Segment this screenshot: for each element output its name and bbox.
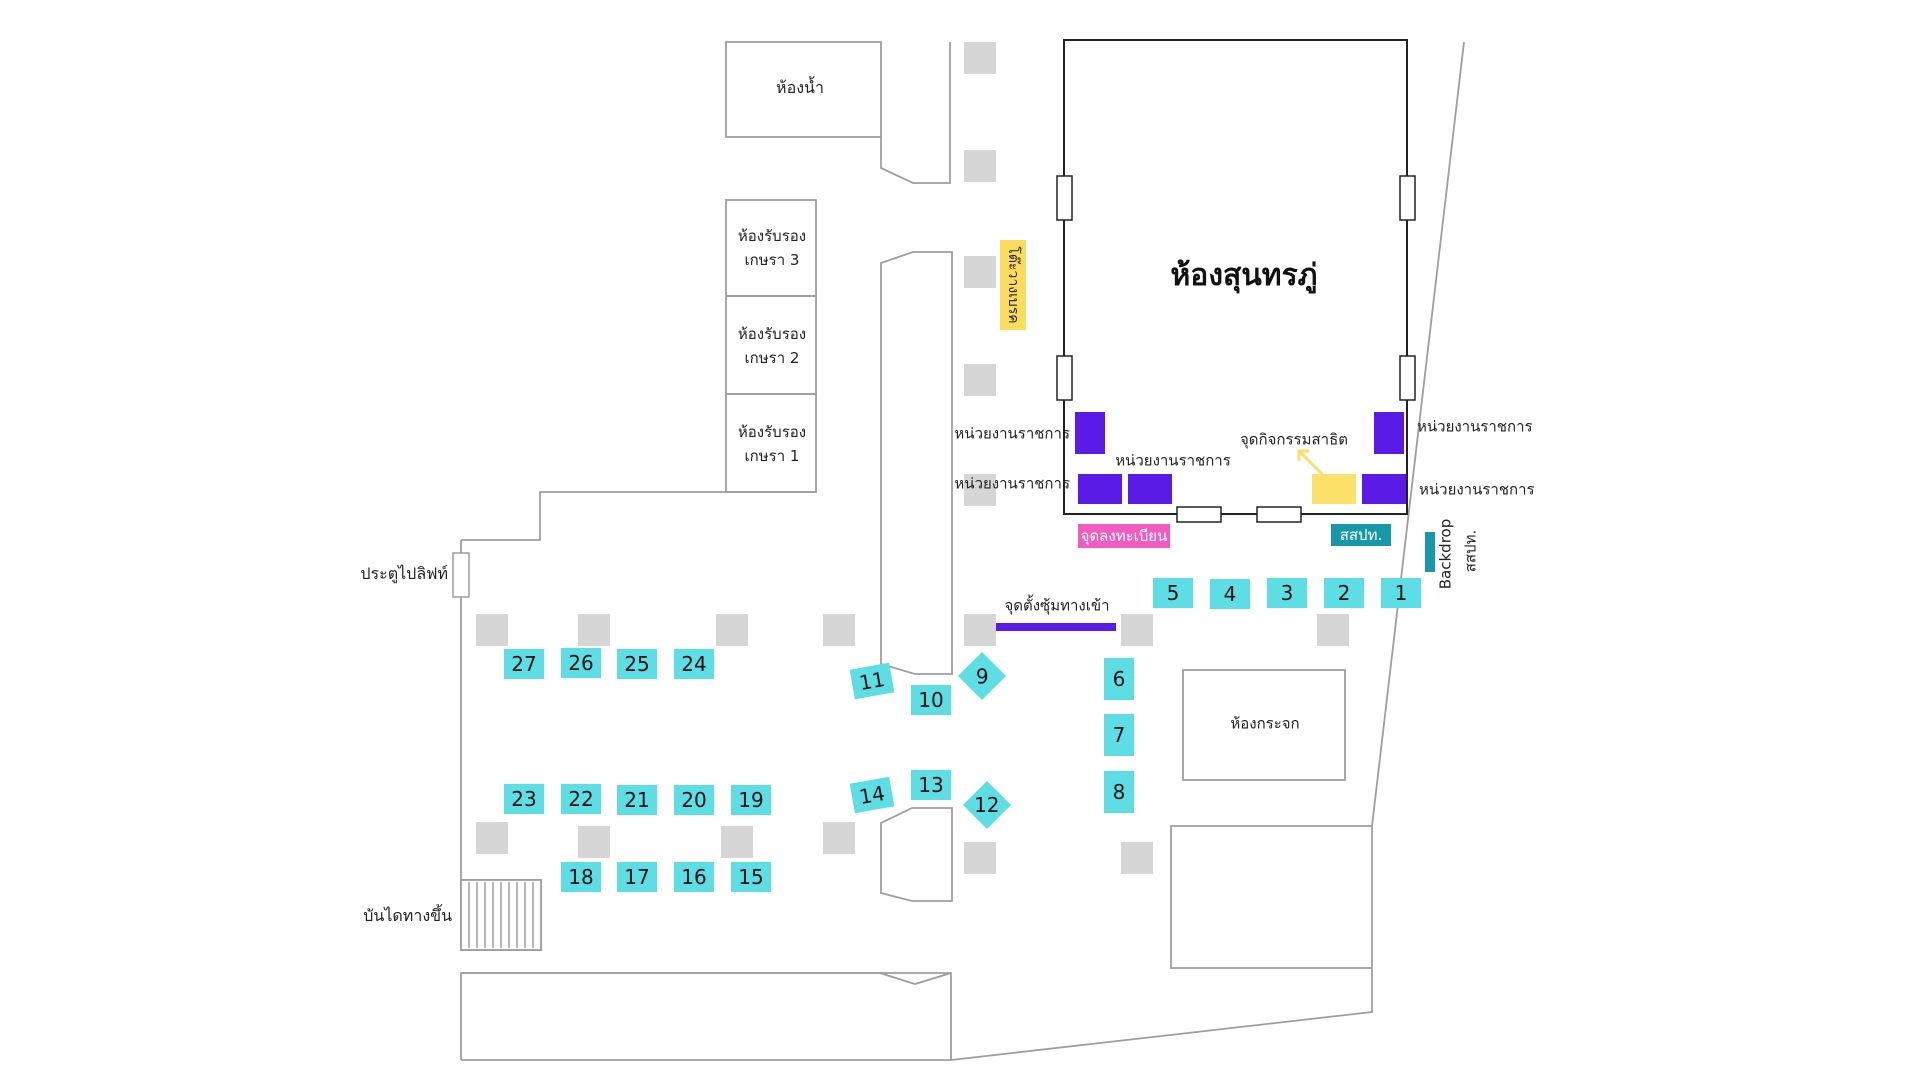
- booth-6[interactable]: 6: [1104, 658, 1134, 700]
- booth-2[interactable]: 2: [1324, 578, 1364, 608]
- booth-3[interactable]: 3: [1267, 578, 1307, 608]
- reception-room-3-label: ห้องรับรอง เกษรา 3: [737, 227, 807, 269]
- booth-26[interactable]: 26: [561, 648, 601, 678]
- pillar: [964, 256, 996, 288]
- backdrop-org-label: สสปท.: [1461, 529, 1480, 573]
- booth-16[interactable]: 16: [674, 862, 714, 892]
- outer-wall-right: [1371, 41, 1465, 827]
- main-hall-doors: [1056, 175, 1416, 523]
- booth-25[interactable]: 25: [617, 649, 657, 679]
- pillar: [721, 826, 753, 858]
- booth-22[interactable]: 22: [561, 784, 601, 814]
- booth-20[interactable]: 20: [674, 785, 714, 815]
- pillar: [1121, 614, 1153, 646]
- government-booth: [1128, 474, 1172, 504]
- pillar: [476, 822, 508, 854]
- stairs-label: บันไดทางขึ้น: [363, 906, 452, 925]
- government-booth: [1362, 474, 1406, 504]
- pillar: [1317, 614, 1349, 646]
- stairs-steps: [468, 882, 534, 948]
- booth-23[interactable]: 23: [504, 784, 544, 814]
- government-booth: [1374, 412, 1404, 454]
- demo-arrow-icon: [1297, 449, 1324, 476]
- gov-label-left-bottom: หน่วยงานราชการ: [954, 474, 1070, 493]
- central-partition: [880, 251, 953, 675]
- pillar: [578, 614, 610, 646]
- pillar: [578, 826, 610, 858]
- lift-door-label: ประตูไปลิฟท์: [360, 564, 448, 583]
- reception-room-1-label: ห้องรับรอง เกษรา 1: [737, 423, 807, 465]
- restroom-outline: [725, 41, 882, 138]
- booth-1[interactable]: 1: [1381, 578, 1421, 608]
- central-block: [880, 807, 953, 902]
- main-hall-outline: [1063, 39, 1408, 515]
- pillar: [716, 614, 748, 646]
- government-booth: [1075, 412, 1105, 454]
- booth-5[interactable]: 5: [1153, 578, 1193, 608]
- booth-7[interactable]: 7: [1104, 714, 1134, 756]
- glass-room-label: ห้องกระจก: [1230, 714, 1300, 733]
- registration-point: จุดลงทะเบียน: [1078, 524, 1170, 548]
- government-booth: [1078, 474, 1122, 504]
- backdrop-label: Backdrop: [1436, 518, 1455, 590]
- pillar: [964, 364, 996, 396]
- booth-21[interactable]: 21: [617, 785, 657, 815]
- pillar: [964, 842, 996, 874]
- booth-13[interactable]: 13: [911, 770, 951, 800]
- outer-wall-upper-left: [461, 491, 816, 541]
- booth-10[interactable]: 10: [911, 685, 951, 715]
- booth-8[interactable]: 8: [1104, 771, 1134, 813]
- main-hall-title: ห้องสุนทรภู่: [1170, 258, 1318, 293]
- gov-label-center: หน่วยงานราชการ: [1115, 451, 1231, 470]
- pillar: [823, 822, 855, 854]
- glass-room-outline: [1182, 669, 1346, 781]
- backdrop-bar: [1425, 532, 1435, 572]
- pillar: [964, 474, 996, 506]
- booth-27[interactable]: 27: [504, 649, 544, 679]
- sponsor-tag: สสปท.: [1331, 524, 1391, 546]
- booth-24[interactable]: 24: [674, 649, 714, 679]
- pillar: [1121, 842, 1153, 874]
- booth-19[interactable]: 19: [731, 785, 771, 815]
- gov-label-left-top: หน่วยงานราชการ: [954, 424, 1070, 443]
- restroom-label: ห้องน้ำ: [776, 78, 824, 97]
- reception-room-2-label: ห้องรับรอง เกษรา 2: [737, 325, 807, 367]
- booth-18[interactable]: 18: [561, 862, 601, 892]
- demo-point-label: จุดกิจกรรมสาธิต: [1240, 430, 1348, 449]
- pillar: [964, 42, 996, 74]
- pillar: [476, 614, 508, 646]
- entrance-arch-label: จุดตั้งซุ้มทางเข้า: [1004, 596, 1110, 615]
- gov-label-right-bottom: หน่วยงานราชการ: [1419, 480, 1535, 499]
- restroom-corridor-wall: [880, 42, 951, 184]
- booth-4[interactable]: 4: [1210, 579, 1250, 609]
- break-table-label: โต๊ะวางเบรค: [1005, 246, 1021, 324]
- pillar: [823, 614, 855, 646]
- break-table: โต๊ะวางเบรค: [1000, 240, 1026, 330]
- pillar: [964, 150, 996, 182]
- pillar: [964, 614, 996, 646]
- gov-label-right-top: หน่วยงานราชการ: [1417, 417, 1533, 436]
- lift-door: [452, 552, 470, 598]
- demo-point-box: [1312, 474, 1356, 504]
- entrance-arch-bar: [996, 623, 1116, 631]
- booth-15[interactable]: 15: [731, 862, 771, 892]
- booth-17[interactable]: 17: [617, 862, 657, 892]
